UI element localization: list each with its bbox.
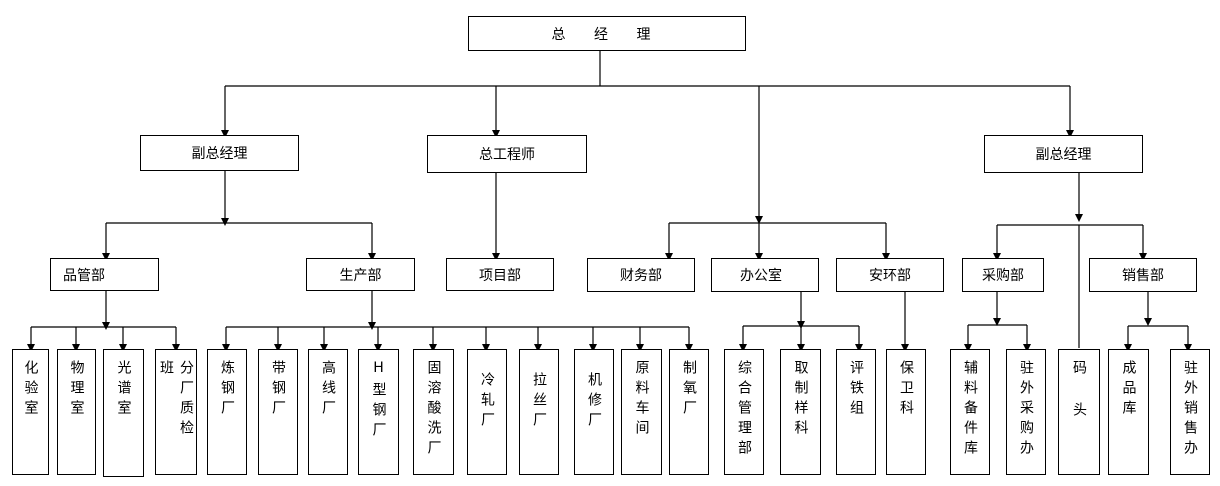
- finished-goods-store-box: 成品库: [1108, 349, 1149, 475]
- strip-plant-box: 带钢厂: [258, 349, 298, 475]
- dock-box: 码 头: [1058, 349, 1100, 475]
- acid-wash-plant-box: 固溶酸洗厂: [413, 349, 454, 475]
- ext-sales-office-box: 驻外销售办: [1170, 349, 1210, 475]
- purchasing-dept-box: 采购部: [962, 258, 1044, 292]
- safety-env-dept-box: 安环部: [836, 258, 944, 292]
- quality-dept-box: 品管部: [50, 258, 159, 291]
- chief-engineer-box: 总工程师: [427, 135, 587, 173]
- spectrum-room-box: 光谱室: [103, 349, 144, 477]
- physics-room-box: 物理室: [57, 349, 96, 475]
- repair-plant-box: 机修厂: [574, 349, 614, 475]
- sampling-section-box: 取制样科: [780, 349, 821, 475]
- vice-gm-left-box: 副总经理: [140, 135, 299, 171]
- security-section-box: 保卫科: [886, 349, 926, 475]
- ext-purchasing-office-box: 驻外采购办: [1006, 349, 1046, 475]
- wire-plant-box: 高线厂: [308, 349, 348, 475]
- finance-dept-box: 财务部: [587, 258, 695, 292]
- general-mgmt-dept-box: 综合管理部: [724, 349, 764, 475]
- general-manager-box: 总 经 理: [468, 16, 746, 51]
- office-box: 办公室: [711, 258, 819, 292]
- spare-parts-store-box: 辅料备件库: [950, 349, 990, 475]
- branch-qc-team-label: 分厂质检班: [158, 360, 194, 440]
- drawing-plant-box: 拉丝厂: [519, 349, 559, 475]
- smelting-plant-box: 炼钢厂: [207, 349, 247, 475]
- oxygen-plant-box: 制氧厂: [669, 349, 709, 475]
- branch-qc-team-box: 分厂质检班: [155, 349, 197, 475]
- project-dept-box: 项目部: [446, 258, 554, 291]
- raw-material-workshop-box: 原料车间: [621, 349, 662, 475]
- lab-box: 化验室: [12, 349, 49, 475]
- iron-eval-group-box: 评铁组: [836, 349, 876, 475]
- production-dept-box: 生产部: [306, 258, 415, 291]
- sales-dept-box: 销售部: [1089, 258, 1197, 292]
- vice-gm-right-box: 副总经理: [984, 135, 1143, 173]
- hbeam-plant-box: H型钢厂: [358, 349, 399, 475]
- cold-roll-plant-box: 冷轧厂: [467, 349, 507, 475]
